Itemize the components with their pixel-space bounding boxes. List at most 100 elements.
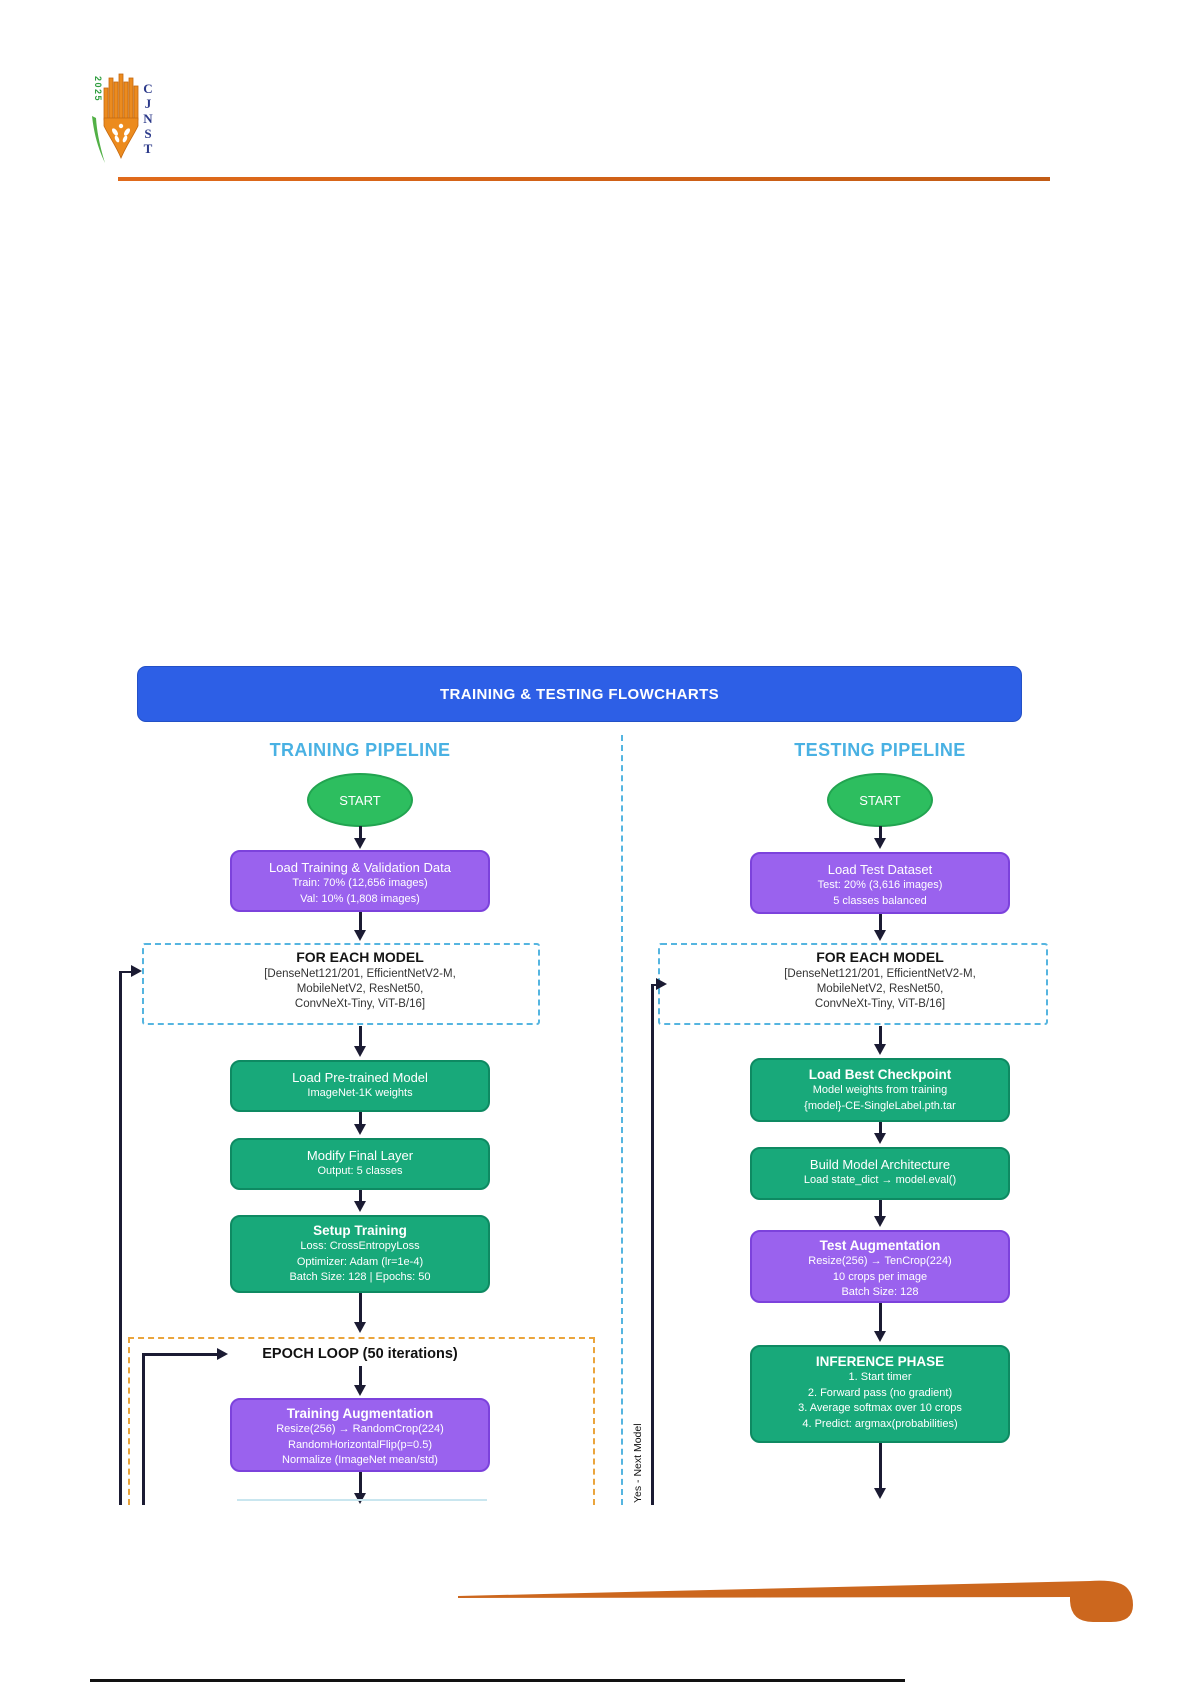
- flow-arrow: [359, 1472, 362, 1494]
- logo-pencil-tip: [103, 117, 139, 160]
- node-line: Resize(256) → TenCrop(224): [808, 1255, 952, 1267]
- epoch-loop-label: EPOCH LOOP (50 iterations): [262, 1346, 458, 1362]
- training-model-loop-arrowhead: [131, 965, 142, 977]
- training-model-loop-elbow: [119, 970, 131, 973]
- for-each-model-title: FOR EACH MODEL: [816, 949, 944, 965]
- svg-text:N: N: [143, 111, 153, 126]
- node-title: INFERENCE PHASE: [815, 1354, 945, 1369]
- node-title: Training Augmentation: [286, 1406, 434, 1421]
- training-setup-node: Setup Training Loss: CrossEntropyLoss Op…: [230, 1215, 490, 1293]
- node-line: {model}-CE-SingleLabel.pth.tar: [804, 1099, 956, 1112]
- cut-off-next-node-edge: [237, 1499, 487, 1501]
- epoch-loop-arrowhead: [217, 1347, 228, 1360]
- node-title: Load Test Dataset: [827, 862, 933, 877]
- node-line: Load state_dict → model.eval(): [803, 1174, 957, 1186]
- node-line: 5 classes balanced: [833, 894, 927, 907]
- journal-logo: 2025 C J N: [82, 66, 162, 170]
- svg-text:T: T: [144, 141, 153, 156]
- flow-arrow: [359, 826, 362, 839]
- testing-start-label: START: [859, 792, 901, 808]
- training-modify-layer-node: Modify Final Layer Output: 5 classes: [230, 1138, 490, 1190]
- testing-pipeline-title: TESTING PIPELINE: [794, 740, 966, 760]
- flow-arrow: [879, 1026, 882, 1045]
- testing-for-each-model-text: FOR EACH MODEL [DenseNet121/201, Efficie…: [750, 948, 1010, 1012]
- pipeline-divider-dashed-line: [621, 735, 623, 1505]
- logo-year: 2025: [93, 76, 103, 102]
- epoch-loop-back-elbow: [142, 1353, 217, 1356]
- model-list-line: ConvNeXt-Tiny, ViT-B/16]: [294, 998, 426, 1010]
- node-line: Loss: CrossEntropyLoss: [300, 1240, 420, 1252]
- training-for-each-model-box: [142, 943, 540, 1025]
- model-list-line: [DenseNet121/201, EfficientNetV2-M,: [264, 968, 456, 980]
- node-title: Test Augmentation: [819, 1238, 941, 1253]
- node-line: Model weights from training: [812, 1084, 948, 1096]
- node-title: Load Best Checkpoint: [808, 1067, 952, 1082]
- node-line: Optimizer: Adam (lr=1e-4): [296, 1255, 424, 1268]
- node-title: Modify Final Layer: [306, 1148, 414, 1163]
- logo-leaf-stem: [92, 116, 105, 163]
- testing-model-loop-line: [651, 984, 654, 1505]
- training-start-node: START: [307, 773, 413, 827]
- model-list-line: [DenseNet121/201, EfficientNetV2-M,: [784, 968, 976, 980]
- training-load-pretrained-node: Load Pre-trained Model ImageNet-1K weigh…: [230, 1060, 490, 1112]
- training-start-label: START: [339, 792, 381, 808]
- footer-swoosh: [440, 1575, 1140, 1630]
- flow-arrow: [359, 1366, 362, 1386]
- for-each-model-title: FOR EACH MODEL: [296, 949, 424, 965]
- flow-arrow: [879, 1303, 882, 1332]
- flow-arrow: [879, 826, 882, 839]
- training-augmentation-node: Training Augmentation Resize(256) → Rand…: [230, 1398, 490, 1472]
- node-line: Batch Size: 128 | Epochs: 50: [289, 1271, 431, 1283]
- svg-text:S: S: [144, 126, 151, 141]
- epoch-loop-back-line: [142, 1354, 145, 1505]
- svg-text:J: J: [145, 96, 152, 111]
- flow-arrow: [359, 1293, 362, 1323]
- logo-acronym-letters: C J N S T: [143, 81, 153, 156]
- training-model-loop-line: [119, 971, 122, 1505]
- flow-arrow: [359, 1190, 362, 1202]
- node-line: Test: 20% (3,616 images): [817, 879, 943, 891]
- training-for-each-model-text: FOR EACH MODEL [DenseNet121/201, Efficie…: [230, 948, 490, 1012]
- figure-title: TRAINING & TESTING FLOWCHARTS: [439, 685, 720, 703]
- model-list-line: ConvNeXt-Tiny, ViT-B/16]: [814, 998, 946, 1010]
- flow-arrow: [359, 1112, 362, 1125]
- testing-build-arch-node: Build Model Architecture Load state_dict…: [750, 1147, 1010, 1200]
- figure-title-bar: TRAINING & TESTING FLOWCHARTS: [137, 666, 1022, 722]
- testing-model-loop-elbow: [651, 983, 657, 986]
- next-model-loop-label: Yes - Next Model: [632, 1423, 644, 1503]
- node-line: Val: 10% (1,808 images): [300, 892, 420, 905]
- node-line: Batch Size: 128: [841, 1286, 919, 1298]
- flow-arrow: [879, 1443, 882, 1489]
- svg-text:C: C: [143, 81, 152, 96]
- footer-rule: [90, 1679, 905, 1682]
- node-title: Build Model Architecture: [809, 1157, 951, 1172]
- node-line: RandomHorizontalFlip(p=0.5): [288, 1438, 432, 1451]
- node-line: Train: 70% (12,656 images): [292, 877, 428, 889]
- node-line: Resize(256) → RandomCrop(224): [276, 1423, 444, 1435]
- testing-load-checkpoint-node: Load Best Checkpoint Model weights from …: [750, 1058, 1010, 1122]
- testing-model-loop-arrowhead: [656, 978, 667, 990]
- epoch-loop-box: [128, 1337, 595, 1505]
- header-rule: [118, 177, 1050, 181]
- training-pipeline-title: TRAINING PIPELINE: [269, 740, 451, 760]
- testing-inference-node: INFERENCE PHASE 1. Start timer 2. Forwar…: [750, 1345, 1010, 1443]
- flow-arrow: [359, 1026, 362, 1047]
- logo-wheat-emblem: [111, 123, 131, 143]
- testing-augmentation-node: Test Augmentation Resize(256) → TenCrop(…: [750, 1230, 1010, 1303]
- logo-pencil-bars: [103, 73, 139, 121]
- node-title: Setup Training: [313, 1223, 407, 1238]
- node-title: Load Training & Validation Data: [269, 860, 451, 875]
- testing-load-test-node: Load Test Dataset Test: 20% (3,616 image…: [750, 852, 1010, 914]
- node-title: Load Pre-trained Model: [292, 1070, 428, 1085]
- node-line: 10 crops per image: [832, 1270, 928, 1283]
- flow-arrow: [359, 912, 362, 931]
- model-list-line: MobileNetV2, ResNet50,: [816, 983, 944, 995]
- cjnst-logo-icon: 2025 C J N: [92, 73, 153, 163]
- node-line: 4. Predict: argmax(probabilities): [802, 1417, 958, 1430]
- footer-swoosh-icon: [458, 1580, 1133, 1622]
- node-line: 2. Forward pass (no gradient): [807, 1386, 953, 1399]
- flow-arrow: [879, 1122, 882, 1134]
- testing-start-node: START: [827, 773, 933, 827]
- flow-arrow: [879, 914, 882, 931]
